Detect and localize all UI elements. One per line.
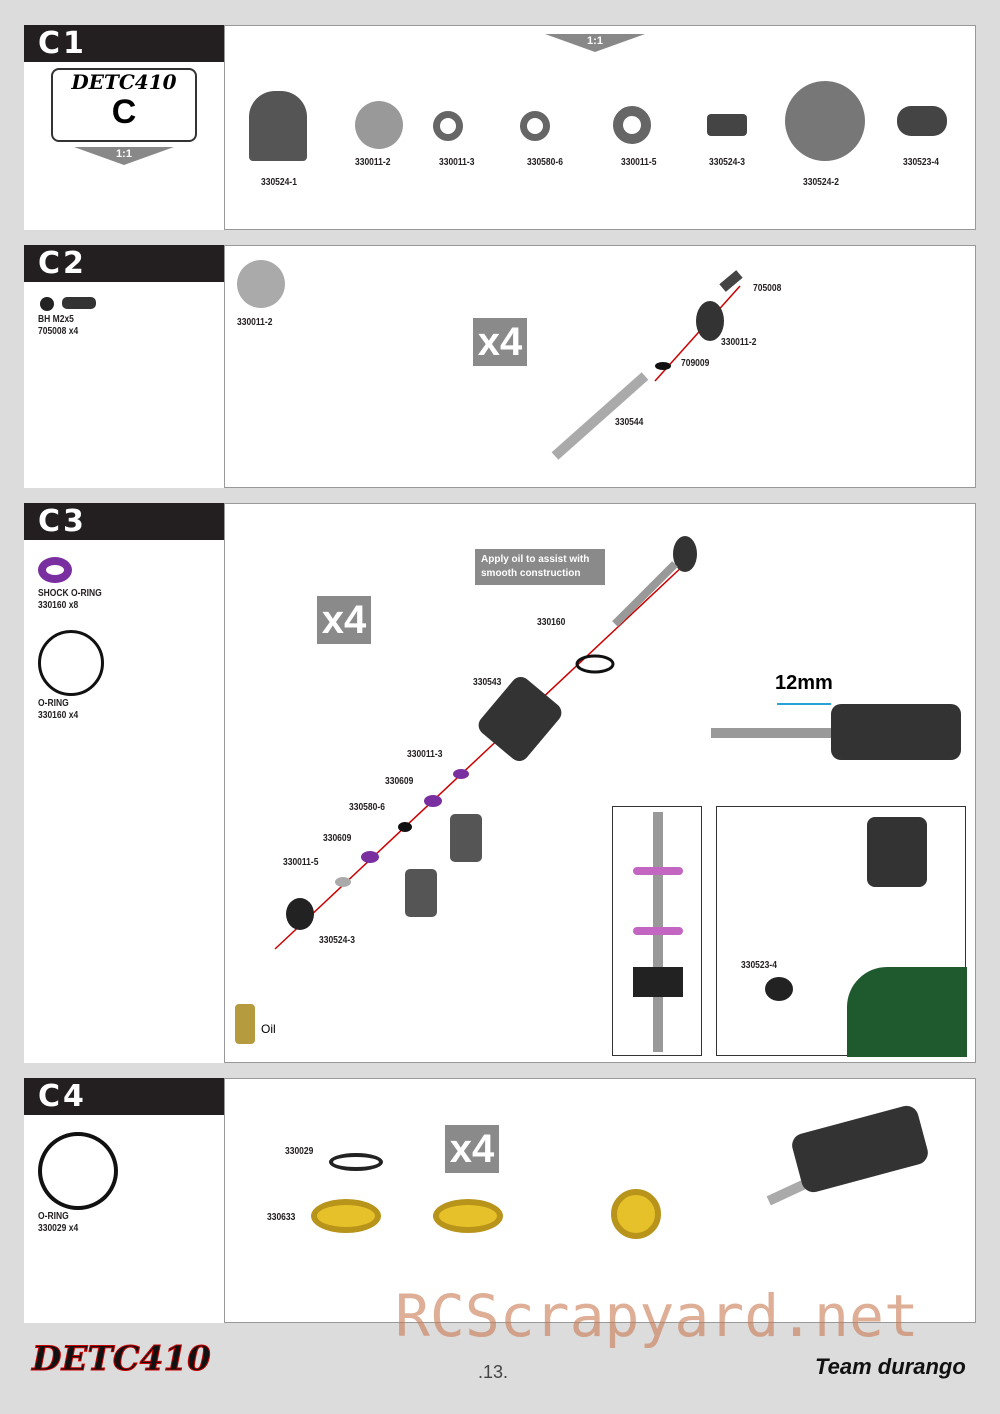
screw-icon (40, 297, 54, 311)
part-label: 330011-2 (237, 317, 273, 328)
hardware-name: O-RING (38, 698, 69, 709)
hardware-code: 330160 x4 (38, 710, 79, 721)
bag-label: DETC410 C (51, 68, 197, 142)
step-c2-sidebar: C2 BH M2x5 705008 x4 (24, 245, 224, 488)
quantity-badge: x4 (473, 318, 527, 366)
scale-indicator: 1:1 (545, 34, 645, 52)
step-c1-panel: 1:1 330524-1 330011-2 330011-3 330580-6 … (224, 25, 976, 230)
step-title: C2 (24, 245, 224, 282)
brand-logo: Team durango (815, 1354, 966, 1379)
part-image (249, 91, 307, 161)
quantity-badge: x4 (317, 596, 371, 644)
part-label: 330011-5 (621, 157, 657, 168)
bag-logo: DETC410 (71, 70, 177, 94)
part-label: 330160 (537, 617, 566, 628)
part-label: 330524-1 (261, 177, 297, 188)
part-label: 330011-3 (439, 157, 475, 168)
hardware-name: SHOCK O-RING (38, 588, 102, 599)
instruction-note: Apply oil to assist with smooth construc… (475, 549, 605, 585)
hardware-name: O-RING (38, 1211, 69, 1222)
screw-icon (62, 297, 96, 309)
step-c1-sidebar: C1 DETC410 C 1:1 (24, 25, 224, 230)
part-label: 709009 (681, 358, 710, 369)
part-label: 330523-4 (741, 960, 777, 971)
page-number: .13. (478, 1362, 509, 1382)
assembly-diagram (551, 270, 743, 460)
part-label: 330609 (323, 833, 352, 844)
o-ring-icon (38, 557, 72, 583)
scale-indicator: 1:1 (74, 147, 174, 165)
bag-letter: C (111, 93, 137, 131)
hardware-name: BH M2x5 (38, 314, 74, 325)
dimension-label: 12mm (775, 672, 833, 694)
inset-oring-stack (612, 806, 702, 1056)
step-c4-panel: x4 330029 330633 (224, 1078, 976, 1323)
oil-bottle-icon (235, 1004, 255, 1044)
step-c2-panel: 330011-2 x4 705008 330011-2 709009 33054… (224, 245, 976, 488)
part-label: 330609 (385, 776, 414, 787)
o-ring-icon (38, 1132, 118, 1210)
assembly-diagram (274, 536, 697, 950)
step-c3-panel: x4 Apply oil to assist with smooth const… (224, 503, 976, 1063)
o-ring-icon (38, 630, 104, 696)
part-label: 330580-6 (349, 802, 385, 813)
oil-label: Oil (261, 1022, 276, 1036)
part-label: 330524-2 (803, 177, 839, 188)
hardware-code: 330029 x4 (38, 1223, 79, 1234)
step-title: C3 (24, 503, 224, 540)
inset-rod-end: 330523-4 (716, 806, 967, 1057)
hardware-code: 330160 x8 (38, 600, 79, 611)
part-label: 330011-5 (283, 857, 319, 868)
part-label: 330011-2 (355, 157, 391, 168)
hardware-code: 705008 x4 (38, 326, 79, 337)
part-label: 330011-2 (721, 337, 757, 348)
step-title: C4 (24, 1078, 224, 1115)
watermark: RCScrapyard.net (395, 1282, 919, 1350)
part-label: 330029 (285, 1146, 314, 1157)
part-label: 330524-3 (709, 157, 745, 168)
part-label: 330633 (267, 1212, 296, 1223)
part-label: 330011-3 (407, 749, 443, 760)
quantity-badge: x4 (445, 1125, 499, 1173)
part-label: 705008 (753, 283, 782, 294)
footer-logo: DETC410 (32, 1339, 212, 1379)
part-label: 330543 (473, 677, 502, 688)
part-label: 330544 (615, 417, 644, 428)
step-title: C1 (24, 25, 224, 62)
part-label: 330524-3 (319, 935, 355, 946)
part-label: 330523-4 (903, 157, 939, 168)
dimension-arrow (777, 703, 831, 705)
part-label: 330580-6 (527, 157, 563, 168)
step-c3-sidebar: C3 SHOCK O-RING 330160 x8 O-RING 330160 … (24, 503, 224, 1063)
step-c4-sidebar: C4 O-RING 330029 x4 (24, 1078, 224, 1323)
